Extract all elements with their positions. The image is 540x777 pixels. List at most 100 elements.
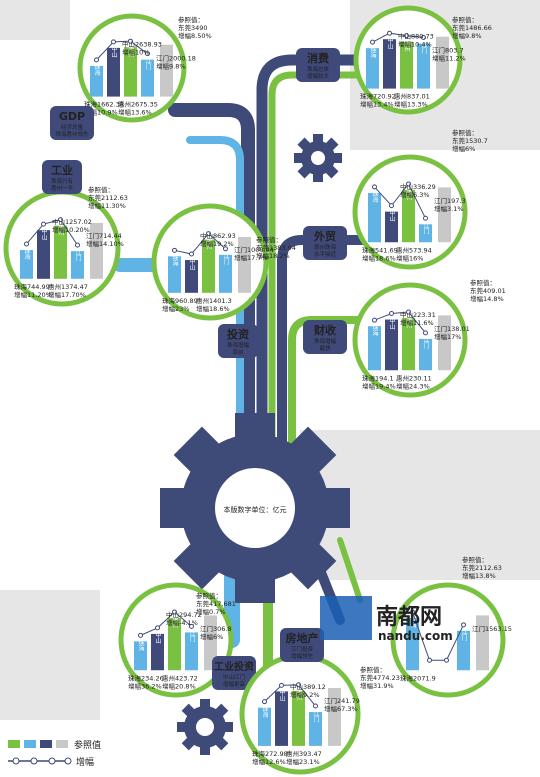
growth-marker	[189, 251, 194, 257]
bar-category-label: 惠州	[171, 615, 178, 628]
value-label-industry-3: 江门714.44	[86, 231, 122, 240]
growth-marker	[389, 203, 394, 209]
value-label-industrial_investment-1: 中山294.72	[166, 610, 202, 619]
bar-category-label: 江门	[422, 337, 429, 350]
panel-tag-bg	[50, 106, 94, 140]
nandu-logo-brand: 南都网	[376, 605, 442, 630]
bar-finance-1	[385, 319, 398, 371]
bar-category-label: 珠海	[23, 247, 30, 261]
panel-subtitle-2: 珠海惠州领先	[55, 130, 89, 138]
growth-marker	[172, 247, 177, 253]
growth-label-industry-0: 增幅11.20%	[14, 290, 52, 299]
growth-label-investment-0: 增幅23%	[162, 304, 189, 313]
bar-category-label: 惠州	[443, 668, 450, 681]
panel-investment: 珠海中山惠州江门珠海960.89增幅23%中山862.93增幅19.2%惠州14…	[151, 203, 296, 358]
bar-category-label: 惠州	[205, 237, 212, 250]
value-label-gdp-0: 珠海1662.38	[84, 100, 124, 109]
bar-category-label: 惠州	[405, 187, 412, 200]
reference-value: 东莞1383.94	[256, 243, 296, 252]
growth-marker	[58, 217, 63, 223]
growth-marker	[172, 609, 177, 615]
reference-bar	[204, 615, 217, 671]
bar-category-label: 珠海	[369, 45, 376, 59]
reference-value: 东莞2112.63	[88, 193, 128, 202]
bar-category-label: 江门	[420, 42, 427, 55]
bar-consumption-0	[366, 48, 379, 89]
reference-value: 东莞4774.23	[360, 673, 400, 682]
bar-gdp-0	[90, 65, 103, 97]
growth-label-industrial_investment-3: 增幅6%	[200, 632, 223, 641]
growth-marker	[410, 609, 415, 615]
panel-title: 投资	[227, 327, 249, 341]
reference-title: 参照值：	[452, 128, 478, 137]
growth-label-investment-1: 增幅19.2%	[200, 239, 234, 248]
growth-marker	[296, 682, 301, 688]
growth-marker	[262, 699, 267, 705]
growth-marker	[423, 215, 428, 221]
panel-title: 消费	[307, 51, 329, 65]
bar-finance-3	[419, 338, 432, 371]
panel-title: 工业投资	[214, 660, 254, 673]
bar-category-label: 中山	[388, 209, 395, 223]
value-label-finance-0: 珠海194.1	[362, 373, 394, 382]
bar-real_estate-1	[275, 691, 288, 746]
center-gear-label: 本版数字单位：亿元	[224, 505, 287, 514]
value-label-real_estate-1: 中山389.12	[290, 682, 326, 691]
bar-category-label: 江门	[460, 629, 467, 642]
growth-marker	[189, 623, 194, 629]
growth-label-gdp-0: 增幅10.9%	[84, 108, 118, 117]
small-gear-icon	[177, 699, 233, 755]
growth-label-gdp-3: 增幅9.8%	[156, 61, 186, 70]
growth-marker	[145, 51, 150, 57]
reference-bar	[328, 688, 341, 746]
panel-subtitle-2: 水平接近	[314, 250, 337, 258]
bar-gdp-3	[141, 59, 154, 97]
bar-real_estate-3	[309, 712, 322, 746]
small-gear-icon	[294, 134, 342, 182]
value-label-finance-2: 惠州230.11	[396, 373, 432, 382]
growth-label-investment-2: 增幅18.6%	[196, 304, 230, 313]
growth-label-foreign_trade-1: 增幅6.3%	[400, 190, 430, 199]
bar-category-label: 珠海	[137, 639, 144, 653]
bar-industry-3	[71, 251, 84, 279]
bar-category-label: 中山	[154, 631, 161, 645]
panel-subtitle-2: 最快	[319, 344, 331, 352]
bar-category-label: 惠州	[295, 688, 302, 701]
panel-subtitle: 珠海增幅	[314, 337, 337, 345]
growth-marker	[138, 632, 143, 638]
value-label-foreign_trade-3: 江门197.3	[434, 196, 466, 205]
bar-industrial_investment-1	[151, 633, 164, 671]
value-label-real_estate-3: 江门241.79	[324, 696, 360, 705]
panel-subtitle-2: 靠前	[232, 348, 244, 356]
bar-foreign_trade-2	[402, 190, 415, 243]
center-gear-icon	[160, 413, 350, 603]
legend-growth-label: 增幅	[76, 756, 94, 768]
bar-category-label: 中山	[188, 257, 195, 271]
panel-gdp: 珠海中山惠州江门珠海1662.38增幅10.9%中山2638.93增幅10%惠州…	[50, 13, 212, 140]
value-label-gdp-3: 江门2000.18	[156, 53, 196, 62]
growth-label-foreign_trade-0: 增幅18.6%	[362, 253, 396, 262]
growth-marker	[41, 221, 46, 227]
value-label-bottom_right-0: 珠海2071.9	[400, 673, 436, 682]
panel-subtitle: 珠海总体	[307, 65, 330, 73]
reference-growth: 增幅9.8%	[452, 31, 482, 40]
growth-label-gdp-2: 增幅13.6%	[118, 108, 152, 117]
reference-title: 参照值：	[178, 15, 204, 24]
legend-swatch-green	[8, 740, 20, 748]
growth-marker	[423, 330, 428, 336]
panel-title: 财收	[313, 323, 336, 337]
panel-subtitle-2: 增幅较大	[307, 72, 330, 80]
legend-value-label: 参照值	[74, 739, 101, 751]
growth-marker	[75, 242, 80, 248]
panel-title: 房地产	[286, 631, 319, 645]
bar-category-label: 江门	[188, 630, 195, 643]
growth-line	[140, 611, 192, 636]
growth-marker	[461, 622, 466, 628]
panel-title: GDP	[59, 110, 85, 123]
panel-tag-bg	[212, 656, 256, 690]
bar-foreign_trade-0	[368, 192, 381, 243]
bar-category-label: 惠州	[405, 315, 412, 328]
growth-marker	[313, 703, 318, 709]
